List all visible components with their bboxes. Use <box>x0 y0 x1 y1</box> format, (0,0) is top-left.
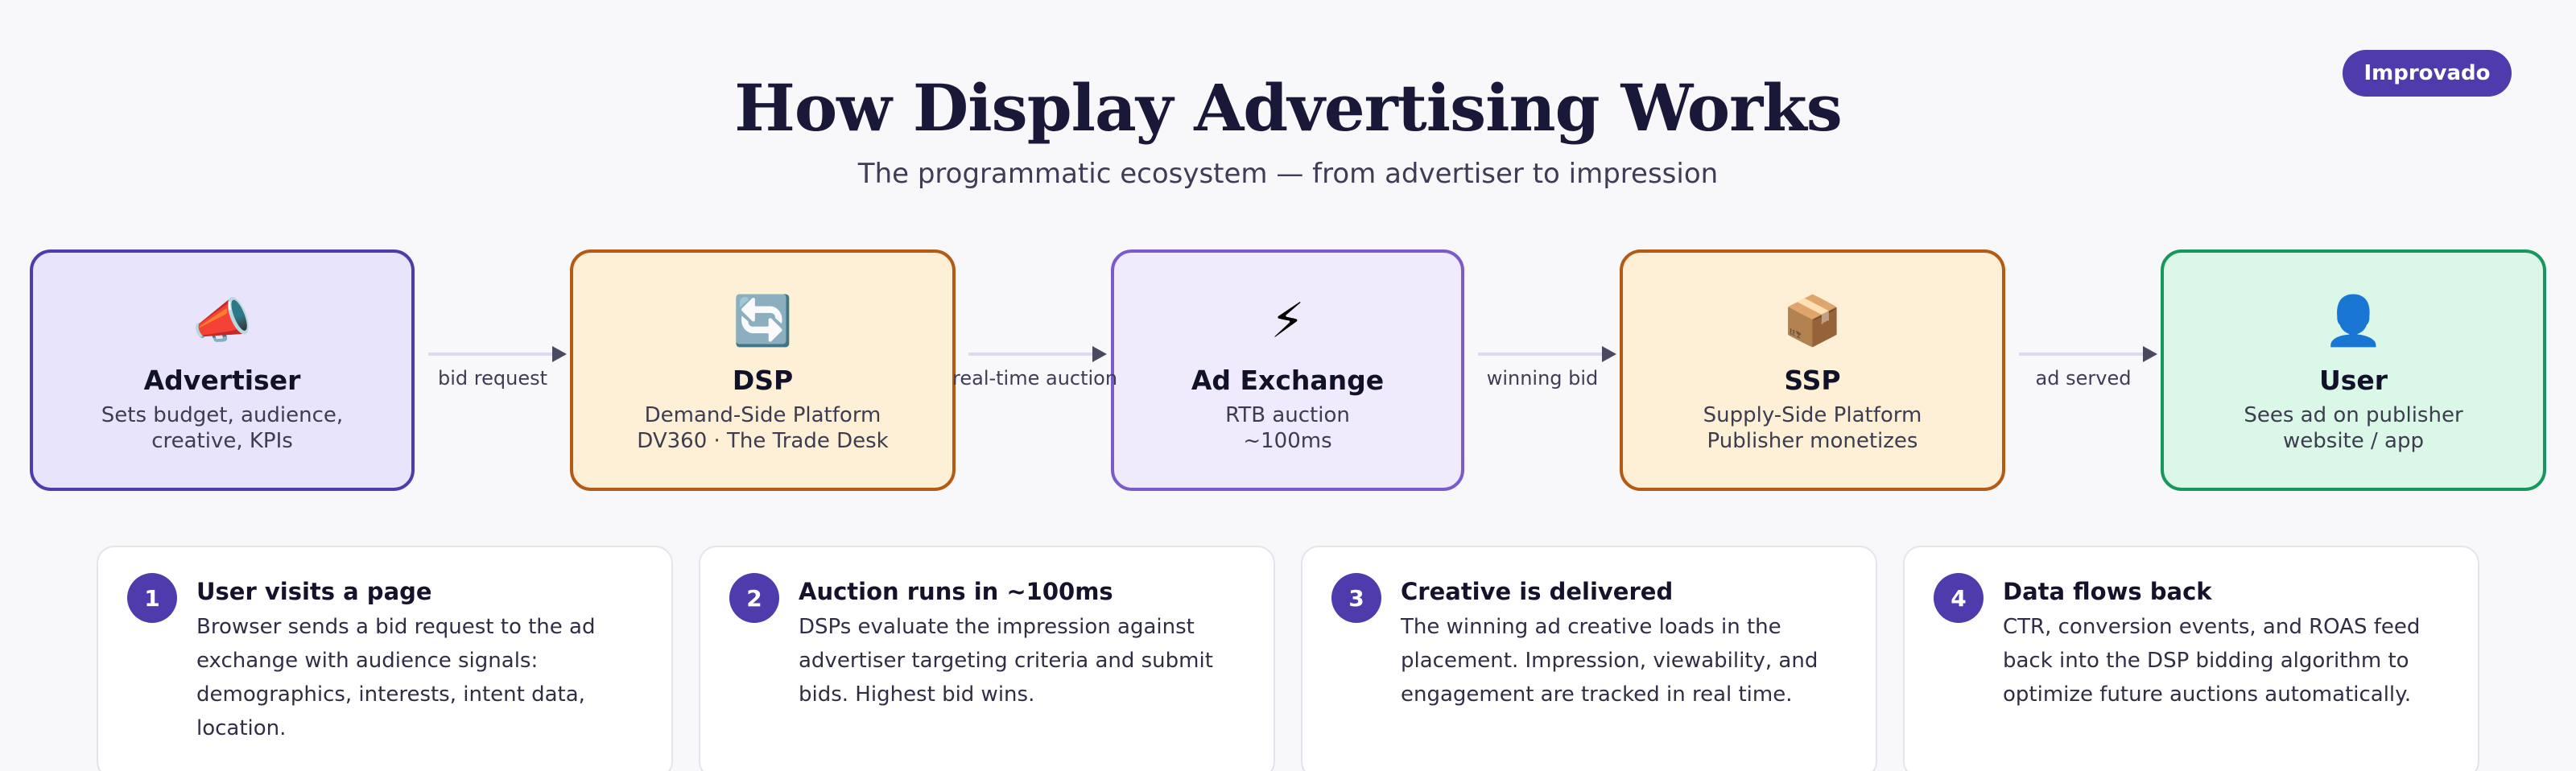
node-advertiser: 📣 Advertiser Sets budget, audience, crea… <box>30 249 415 491</box>
lightning-icon: ⚡ <box>1270 293 1305 349</box>
step-description-line: optimize future auctions automatically. <box>2003 682 2412 707</box>
step-number-badge: 1 <box>127 573 177 623</box>
step-number-badge: 2 <box>729 573 779 623</box>
arrow-head-icon <box>552 346 567 362</box>
step-card-4: 4 Data flows back CTR, conversion events… <box>1903 546 2479 771</box>
step-number-badge: 4 <box>1934 573 1984 623</box>
node-title: User <box>2318 365 2388 396</box>
step-description: The winning ad creative loads in the pla… <box>1401 610 1860 711</box>
step-description-line: placement. Impression, viewability, and <box>1401 649 1818 673</box>
arrow-head-icon <box>1602 346 1616 362</box>
step-description-line: demographics, interests, intent data, <box>196 682 585 707</box>
step-description-line: engagement are tracked in real time. <box>1401 682 1793 707</box>
cycle-arrows-icon: 🔄 <box>733 293 793 349</box>
step-description: DSPs evaluate the impression against adv… <box>799 610 1257 711</box>
page-subtitle: The programmatic ecosystem — from advert… <box>857 158 1719 190</box>
package-icon: 📦 <box>1782 293 1843 349</box>
arrow-line <box>428 353 554 356</box>
node-ssp: 📦 SSP Supply-Side Platform Publisher mon… <box>1620 249 2005 491</box>
step-description-line: Browser sends a bid request to the ad <box>196 615 596 639</box>
node-title: Ad Exchange <box>1191 365 1385 396</box>
edge-arrow <box>2019 338 2157 370</box>
node-description-line: Demand-Side Platform <box>644 403 881 427</box>
step-card-2: 2 Auction runs in ~100ms DSPs evaluate t… <box>699 546 1275 771</box>
node-user: 👤 User Sees ad on publisher website / ap… <box>2161 249 2546 491</box>
step-description-line: back into the DSP bidding algorithm to <box>2003 649 2409 673</box>
node-description-line: Sets budget, audience, <box>101 403 344 427</box>
step-description-line: DSPs evaluate the impression against <box>799 615 1195 639</box>
step-title: Auction runs in ~100ms <box>799 578 1113 605</box>
node-dsp: 🔄 DSP Demand-Side Platform DV360 · The T… <box>570 249 956 491</box>
edge-label: ad served <box>2035 367 2132 390</box>
step-description-line: bids. Highest bid wins. <box>799 682 1035 707</box>
brand-badge: Improvado <box>2343 50 2512 97</box>
step-card-1: 1 User visits a page Browser sends a bid… <box>97 546 673 771</box>
node-description-line: RTB auction <box>1225 403 1350 427</box>
node-title: SSP <box>1784 365 1841 396</box>
megaphone-icon: 📣 <box>192 293 253 349</box>
step-title: Data flows back <box>2003 578 2212 605</box>
step-card-3: 3 Creative is delivered The winning ad c… <box>1301 546 1877 771</box>
node-title: Advertiser <box>143 365 301 396</box>
node-description-line: creative, KPIs <box>151 429 293 453</box>
node-description-line: website / app <box>2283 429 2424 453</box>
step-description-line: CTR, conversion events, and ROAS feed <box>2003 615 2421 639</box>
edge-arrow <box>428 338 567 370</box>
edge-arrow <box>968 338 1107 370</box>
arrow-head-icon <box>1092 346 1107 362</box>
step-description-line: advertiser targeting criteria and submit <box>799 649 1213 673</box>
step-number-badge: 3 <box>1331 573 1381 623</box>
arrow-line <box>2019 353 2145 356</box>
arrow-line <box>968 353 1094 356</box>
arrow-line <box>1478 353 1604 356</box>
step-description-line: location. <box>196 716 287 740</box>
step-description-line: The winning ad creative loads in the <box>1401 615 1781 639</box>
node-description-line: Sees ad on publisher <box>2244 403 2463 427</box>
page-title: How Display Advertising Works <box>734 70 1843 146</box>
node-description-line: Publisher monetizes <box>1707 429 1918 453</box>
arrow-head-icon <box>2143 346 2157 362</box>
step-description-line: exchange with audience signals: <box>196 649 539 673</box>
node-description-line: ~100ms <box>1243 429 1332 453</box>
step-title: User visits a page <box>196 578 432 605</box>
node-description-line: Supply-Side Platform <box>1703 403 1922 427</box>
user-icon: 👤 <box>2323 293 2384 349</box>
node-ad-exchange: ⚡ Ad Exchange RTB auction ~100ms <box>1111 249 1464 491</box>
edge-label: bid request <box>438 367 547 390</box>
edge-label: winning bid <box>1486 367 1599 390</box>
step-description: Browser sends a bid request to the ad ex… <box>196 610 655 745</box>
edge-arrow <box>1478 338 1616 370</box>
node-description-line: DV360 · The Trade Desk <box>637 429 889 453</box>
node-title: DSP <box>732 365 794 396</box>
step-description: CTR, conversion events, and ROAS feed ba… <box>2003 610 2462 711</box>
edge-label: real-time auction <box>952 367 1118 390</box>
step-title: Creative is delivered <box>1401 578 1674 605</box>
